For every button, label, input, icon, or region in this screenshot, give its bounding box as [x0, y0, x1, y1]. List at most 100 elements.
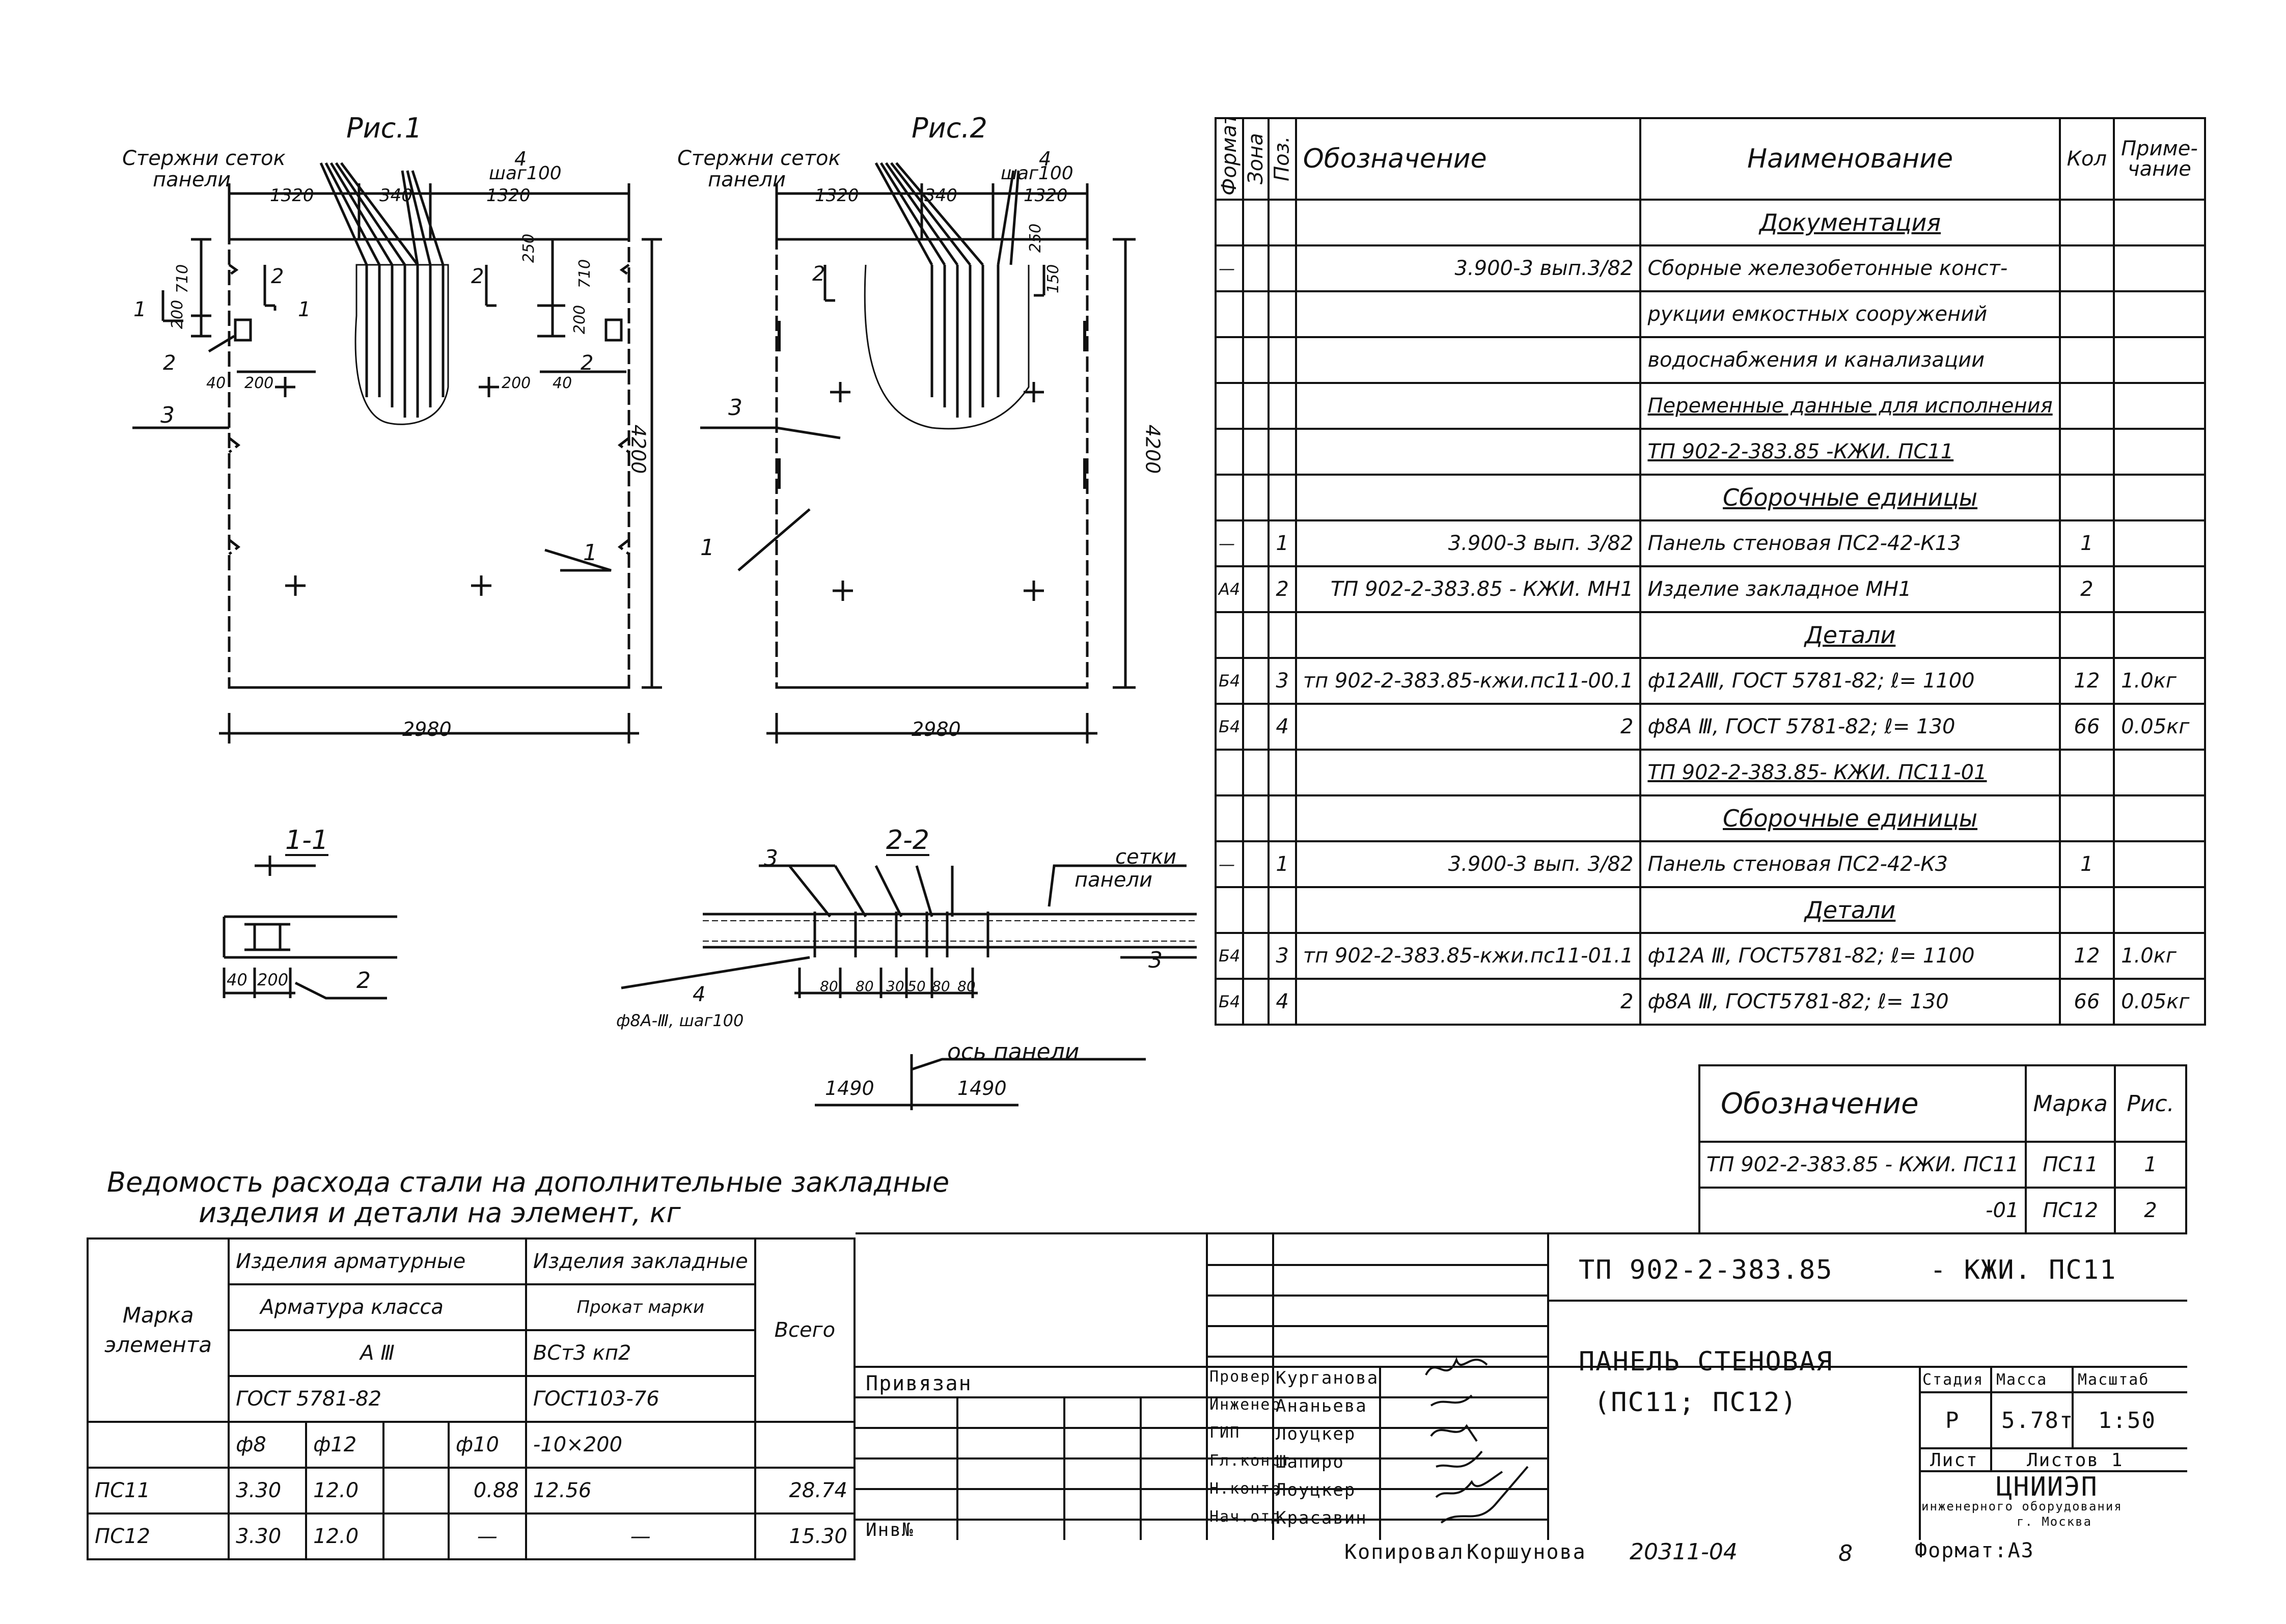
spec-cell-zone: [1242, 244, 1270, 292]
title-block-grid: [856, 1234, 2187, 1540]
spec-cell-fmt: [1214, 886, 1245, 934]
spec-cell-name: рукции емкостных сооружений: [1639, 290, 2061, 338]
spec-cell-name: Сборные железобетонные конст-: [1639, 244, 2061, 292]
spec-cell-pos: [1268, 244, 1297, 292]
spec-cell-qty: 1: [2058, 519, 2115, 567]
steel-header-d12: ф12: [305, 1421, 385, 1469]
org-line-2: инженерного оборудования: [1921, 1499, 2123, 1513]
spec-cell-pos: 1: [1268, 840, 1297, 888]
spec-cell-fmt: А4: [1214, 565, 1245, 613]
title-line-2: (ПС11; ПС12): [1594, 1387, 1798, 1418]
variants-header-designation: Обозначение: [1698, 1064, 2027, 1143]
fig1-dim-width: 2980: [402, 718, 452, 740]
spec-cell-fmt: —: [1214, 840, 1245, 888]
spec-cell-qty: 66: [2058, 703, 2115, 751]
fig1-callout-4: 4: [514, 148, 527, 170]
org-name: ЦНИИЭП: [1996, 1472, 2098, 1502]
spec-cell-note: [2113, 840, 2206, 888]
spec-cell-zone: [1242, 794, 1270, 842]
spec-cell-note: 1.0кг: [2113, 932, 2206, 980]
steel-row-2-empty: [382, 1512, 450, 1560]
spec-cell-qty: [2058, 794, 2115, 842]
steel-table: Марка элемента Изделия арматурные Издели…: [86, 1237, 856, 1560]
fig2-dim-width: 2980: [912, 718, 961, 740]
fig1-dim-embed-200-right: 200: [502, 374, 531, 392]
spec-cell-designation: [1295, 428, 1642, 476]
steel-header-class-a3: А Ⅲ: [228, 1329, 527, 1377]
steel-header-blank: [86, 1421, 230, 1469]
spec-cell-name: Детали: [1639, 886, 2061, 934]
mass-value: 5.78т: [2001, 1408, 2074, 1434]
copier-name: Коршунова: [1467, 1540, 1586, 1564]
spec-cell-qty: [2058, 611, 2115, 659]
role-person: Лоуцкер: [1276, 1424, 1356, 1444]
copied-label: Копировал: [1344, 1540, 1464, 1564]
fig2-dim-340: 340: [924, 185, 957, 206]
spec-header-designation: Обозначение: [1295, 117, 1642, 201]
spec-cell-name: ф8А Ⅲ, ГОСТ 5781-82; ℓ= 130: [1639, 703, 2061, 751]
format-label: Формат:А3: [1915, 1539, 2034, 1562]
section-1-1-dim-200: 200: [257, 970, 289, 989]
fig1-rods-label-1: Стержни сеток: [122, 147, 286, 170]
spec-cell-zone: [1242, 474, 1270, 521]
spec-cell-qty: 12: [2058, 657, 2115, 705]
fig2-rods-label-2: панели: [708, 168, 786, 191]
spec-cell-designation: [1295, 794, 1642, 842]
spec-cell-name: Изделие закладное МН1: [1639, 565, 2061, 613]
fig1-dim-embed-40-left: 40: [206, 374, 226, 392]
spec-cell-note: [2113, 886, 2206, 934]
section-2-2-axis-dim-left: 1490: [825, 1077, 874, 1099]
spec-header-note: Приме-чание: [2113, 117, 2206, 201]
doc-suffix: - КЖИ. ПС11: [1930, 1255, 2117, 1285]
fig1-section-1: 1: [298, 298, 311, 321]
steel-header-rebar-class: Арматура класса: [228, 1283, 527, 1331]
steel-header-total: Всего: [754, 1237, 856, 1423]
steel-header-rebar-products: Изделия арматурные: [228, 1237, 527, 1285]
section-2-2-dim-80-c: 80: [932, 978, 950, 995]
spec-row: Детали: [1214, 611, 2206, 659]
spec-cell-name: Сборочные единицы: [1639, 474, 2061, 521]
steel-table-title-1: Ведомость расхода стали на дополнительны…: [107, 1166, 950, 1198]
sheets-label: Листов 1: [2027, 1450, 2124, 1471]
role-person: Ананьева: [1276, 1396, 1367, 1416]
spec-cell-name: ф8А Ⅲ, ГОСТ5781-82; ℓ= 130: [1639, 978, 2061, 1026]
section-2-2-dim-80-a: 80: [820, 978, 838, 995]
spec-row: рукции емкостных сооружений: [1214, 290, 2206, 338]
steel-row-2-mark: ПС12: [86, 1512, 230, 1560]
role-title: Инженер: [1209, 1396, 1281, 1414]
spec-cell-pos: 3: [1268, 932, 1297, 980]
spec-cell-pos: [1268, 611, 1297, 659]
spec-cell-fmt: [1214, 474, 1245, 521]
spec-cell-note: 1.0кг: [2113, 657, 2206, 705]
spec-cell-name: Переменные данные для исполнения: [1639, 382, 2061, 430]
spec-cell-name: ТП 902-2-383.85 -КЖИ. ПС11: [1639, 428, 2061, 476]
section-2-2-dim-50: 50: [907, 978, 926, 995]
fig2-callout-1: 1: [700, 535, 714, 561]
spec-cell-fmt: Б4: [1214, 703, 1245, 751]
spec-cell-designation: 3.900-3 вып. 3/82: [1295, 840, 1642, 888]
spec-cell-pos: 1: [1268, 519, 1297, 567]
fig1-rods-label-2: панели: [153, 168, 231, 191]
spec-cell-name: Детали: [1639, 611, 2061, 659]
fig1-title: Рис.1: [346, 112, 422, 144]
spec-cell-zone: [1242, 565, 1270, 613]
spec-cell-fmt: [1214, 794, 1245, 842]
spec-cell-designation: [1295, 886, 1642, 934]
order-number: 20311-04: [1630, 1539, 1738, 1565]
spec-cell-note: [2113, 428, 2206, 476]
spec-cell-fmt: Б4: [1214, 978, 1245, 1026]
spec-cell-designation: тп 902-2-383.85-кжи.пс11-00.1: [1295, 657, 1642, 705]
inv-label: Инв№: [866, 1520, 914, 1540]
scale-label: Масштаб: [2078, 1371, 2150, 1389]
linked-label: Привязан: [866, 1372, 972, 1395]
spec-cell-pos: 4: [1268, 703, 1297, 751]
